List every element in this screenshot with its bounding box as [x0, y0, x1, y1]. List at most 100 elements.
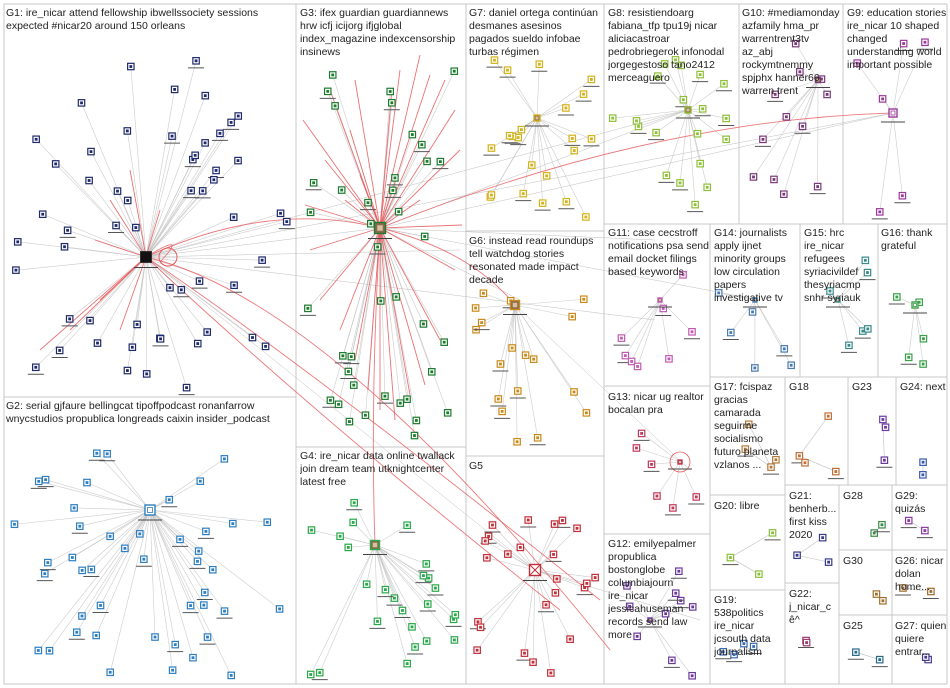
node-core	[191, 656, 195, 660]
edge	[797, 554, 829, 563]
edge	[730, 557, 760, 575]
node-core	[907, 355, 911, 359]
edge	[145, 190, 203, 258]
node-core	[861, 329, 865, 333]
panel-g27	[891, 614, 948, 685]
node-core	[640, 432, 644, 435]
group-label-g16: G16: thank grateful	[881, 227, 933, 252]
node-core	[346, 546, 350, 549]
node-core	[803, 461, 807, 465]
edge	[514, 304, 519, 392]
red-edge	[379, 54, 421, 229]
edge	[145, 256, 266, 347]
node-core	[369, 222, 373, 226]
node-core	[75, 630, 79, 634]
red-edge	[379, 224, 463, 229]
edge	[145, 256, 656, 321]
node-core	[751, 310, 754, 314]
red-edge	[145, 209, 161, 258]
node-core	[80, 101, 83, 105]
node-core	[376, 619, 379, 623]
node-core	[366, 201, 370, 205]
node-core	[129, 65, 133, 68]
red-edge	[379, 227, 396, 421]
node-core	[575, 526, 579, 530]
red-edge	[354, 79, 381, 229]
edge	[379, 227, 408, 400]
node-core	[743, 447, 747, 451]
node-core	[493, 58, 496, 62]
node-core	[427, 576, 431, 580]
node-core	[784, 115, 788, 119]
node-core	[895, 295, 899, 299]
node-core	[518, 545, 522, 549]
node-core	[698, 162, 702, 166]
node-core	[379, 299, 383, 303]
node-core	[881, 97, 884, 101]
node-core	[589, 78, 593, 81]
node-core	[326, 89, 330, 93]
edge	[374, 544, 413, 627]
group-label-g12: G12: emilyepalmer propublica bostonglobe…	[608, 538, 697, 641]
edge	[687, 74, 701, 111]
edge	[796, 537, 823, 556]
group-label-g8: G8: resistiendoarg fabiana_tfp tpu19j ni…	[608, 7, 725, 84]
node-core	[590, 137, 593, 141]
panel-g19	[709, 589, 786, 685]
node-core	[782, 347, 786, 351]
edge	[534, 569, 587, 584]
node-core	[771, 531, 774, 535]
edge	[374, 544, 454, 620]
node-core	[480, 321, 484, 324]
node-core	[496, 397, 500, 401]
node-core	[218, 131, 222, 135]
group-label-g23: G23	[852, 381, 872, 393]
edge	[145, 256, 263, 261]
node-core	[698, 73, 702, 77]
group-label-g18: G18	[789, 381, 809, 393]
node-core	[425, 159, 429, 163]
edge	[374, 544, 424, 576]
red-edge	[379, 227, 426, 386]
hub-node-core	[913, 303, 917, 307]
node-core	[391, 188, 395, 192]
hub-node-core	[837, 299, 839, 301]
edge	[149, 509, 208, 638]
edge	[631, 299, 661, 362]
node-core	[434, 586, 437, 590]
node-core	[508, 134, 512, 138]
node-core	[126, 199, 130, 202]
edge	[514, 304, 518, 442]
node-core	[663, 62, 667, 66]
node-core	[41, 212, 45, 216]
node-core	[797, 454, 801, 458]
node-core	[863, 258, 867, 262]
edge	[145, 60, 197, 258]
edge	[379, 227, 397, 297]
node-core	[179, 288, 183, 292]
edge	[374, 544, 427, 642]
edge	[379, 227, 433, 372]
node-core	[561, 519, 564, 522]
node-core	[721, 650, 725, 654]
edge	[641, 433, 681, 463]
edge	[145, 160, 239, 258]
node-core	[159, 337, 162, 341]
node-core	[929, 590, 933, 593]
gray-edges	[14, 42, 931, 676]
red-edge	[379, 227, 441, 341]
group-label-g4: G4: ire_nicar data online twallack join …	[300, 450, 455, 488]
node-core	[236, 114, 240, 118]
node-core	[66, 228, 70, 232]
node-core	[167, 498, 171, 502]
edge	[90, 151, 147, 258]
node-core	[425, 639, 429, 643]
edge	[145, 109, 689, 258]
edge	[149, 509, 233, 524]
edge	[536, 79, 592, 119]
node-core	[430, 370, 434, 374]
node-core	[352, 383, 356, 387]
node-core	[388, 90, 392, 93]
node-core	[654, 131, 658, 135]
node-core	[677, 569, 681, 573]
